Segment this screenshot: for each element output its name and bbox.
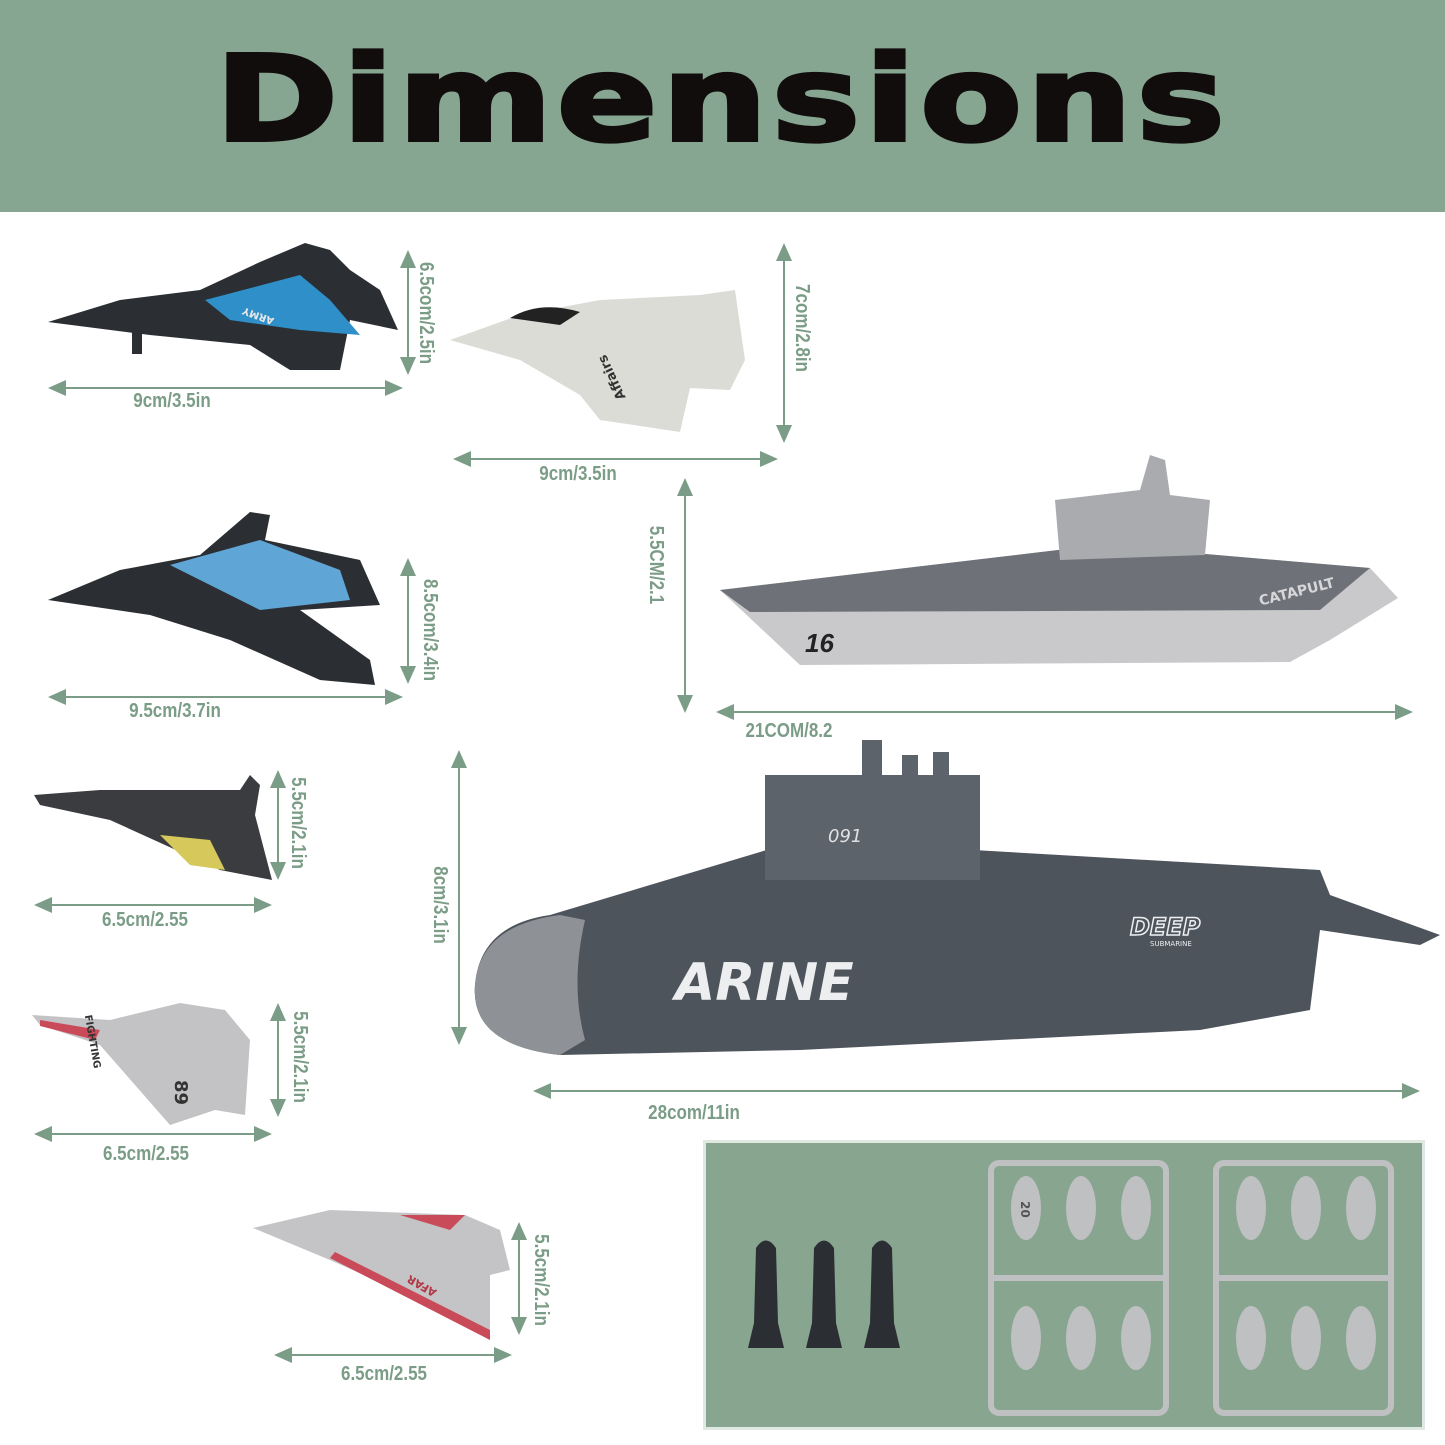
height-label-blue-jet-1: 6.5com/2.5in [415, 261, 437, 365]
width-label-black-jet: 6.5cm/2.55 [101, 909, 189, 931]
torpedo-rows [1011, 1176, 1376, 1370]
submarine-number: 091 [828, 826, 862, 847]
height-label-carrier: 5.5CM/2.1 [645, 525, 667, 605]
silver-jet-number: 89 [170, 1080, 191, 1105]
width-label-blue-jet-1: 9cm/3.5in [133, 390, 211, 412]
height-label-silver-jet: 5.5cm/2.1in [289, 1011, 311, 1103]
width-label-silver-jet: 6.5cm/2.55 [102, 1143, 190, 1165]
blue-jet-2 [48, 512, 380, 685]
height-label-submarine: 8cm/3.1in [429, 866, 451, 944]
height-label-blue-jet-2: 8.5com/3.4in [419, 578, 441, 682]
stealth-jet: AFAR [253, 1210, 510, 1340]
aircraft-carrier: 16 CATAPULT [720, 455, 1398, 665]
black-jet [34, 775, 272, 880]
header-banner: Dimensions [0, 0, 1445, 212]
accessories-panel: 20 [703, 1140, 1425, 1430]
torpedo-accessories: 20 [748, 1160, 1394, 1416]
height-label-white-jet: 7com/2.8in [791, 284, 813, 372]
blue-jet-1: ARMY [48, 243, 398, 370]
height-label-stealth-jet: 5.5cm/2.1in [530, 1234, 552, 1326]
width-label-blue-jet-2: 9.5cm/3.7in [129, 700, 221, 722]
submarine-arine-marking: ARINE [671, 953, 854, 1013]
dimension-arrows [34, 243, 1420, 1363]
width-label-carrier: 21COM/8.2 [745, 720, 833, 742]
carrier-hull-number: 16 [805, 628, 834, 658]
width-label-submarine: 28com/11in [648, 1102, 740, 1124]
submarine: ARINE DEEP SUBMARINE 091 [474, 740, 1441, 1055]
torpedo-sprue-frames [988, 1160, 1394, 1416]
torpedo-marking: 20 [1018, 1201, 1032, 1218]
width-label-white-jet: 9cm/3.5in [539, 463, 617, 485]
silver-jet: FIGHTING 89 [32, 1003, 250, 1125]
white-jet: Affairs [450, 290, 745, 432]
submarine-deep-marking: DEEP [1130, 913, 1201, 941]
width-label-stealth-jet: 6.5cm/2.55 [340, 1363, 428, 1385]
submarine-submarine-marking: SUBMARINE [1150, 940, 1192, 948]
black-torpedoes [748, 1240, 900, 1348]
page-title: Dimensions [213, 28, 1230, 170]
height-label-black-jet: 5.5cm/2.1in [287, 777, 309, 869]
